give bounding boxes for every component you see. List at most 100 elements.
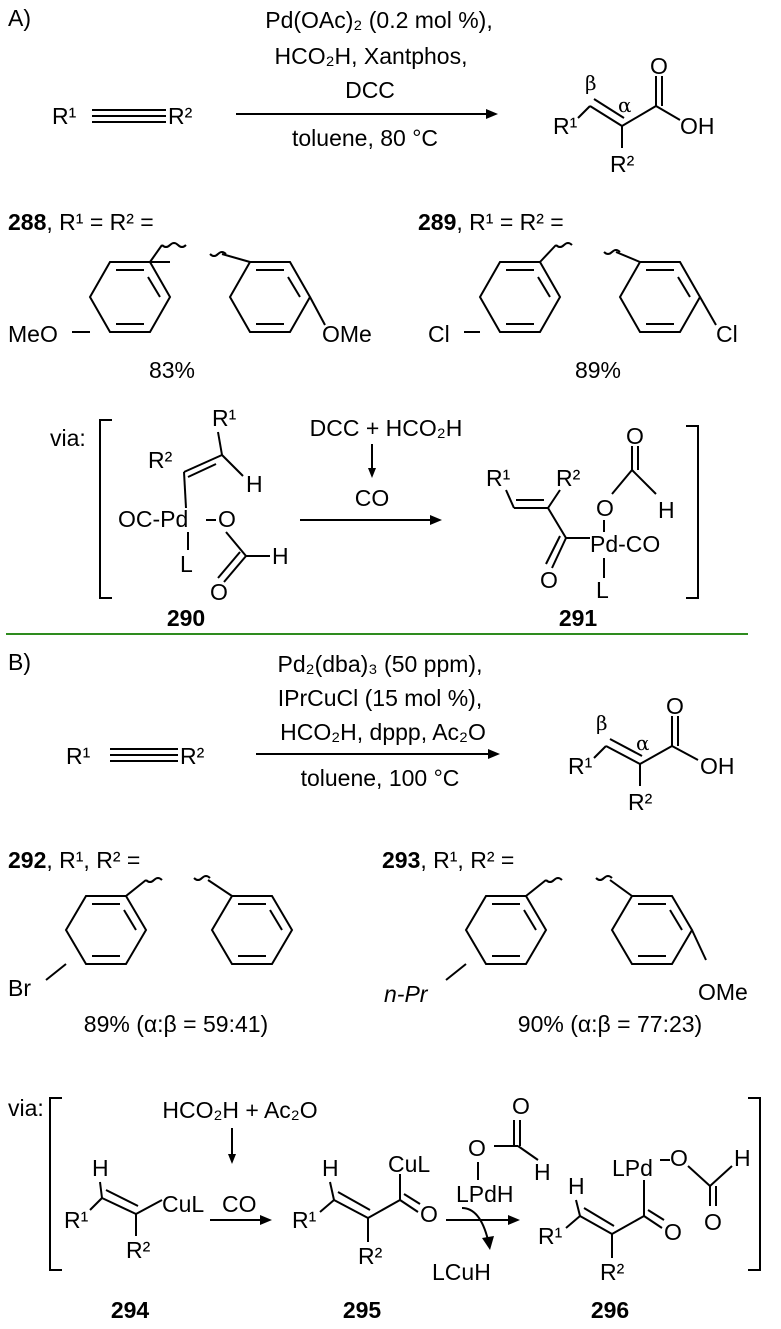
- chlorophenyl-left: [464, 242, 573, 333]
- beta-label: β: [585, 71, 597, 95]
- anisyl-left: [72, 242, 187, 333]
- cpd-295-cul: CuL: [388, 1151, 430, 1177]
- substituent-ome-b: OMe: [698, 979, 748, 1005]
- substituent-ome: OMe: [322, 321, 372, 347]
- mech-arrowhead-a: [430, 515, 442, 525]
- example-288-caption: 288, R¹ = R² =: [8, 209, 154, 235]
- section-b-label: B): [8, 649, 31, 675]
- cpd-296-num: 296: [591, 1297, 629, 1323]
- substituent-cl-right: Cl: [716, 321, 738, 347]
- reaction-arrowhead-b: [488, 749, 500, 759]
- product-r1: R¹: [553, 113, 578, 139]
- cpd-293-rest: , R¹, R² =: [420, 847, 514, 873]
- cpd-293-num: 293: [382, 847, 420, 873]
- gas-arrowhead-a: [368, 468, 376, 478]
- byproduct-lcuh: LCuH: [432, 1259, 491, 1285]
- cpd-290-r2: R²: [148, 447, 173, 473]
- substrate-b-r1: R¹: [66, 743, 91, 769]
- chlorophenyl-right: [603, 249, 717, 333]
- product-b-o: O: [666, 693, 684, 719]
- reaction-arrowhead: [486, 109, 498, 119]
- example-289-caption: 289, R¹ = R² =: [418, 209, 564, 235]
- cpd-294-h: H: [92, 1155, 109, 1181]
- anisyl-right: [209, 251, 326, 333]
- cpd-295-o: O: [420, 1201, 438, 1227]
- beta-label-b: β: [596, 711, 608, 735]
- product-b-r2: R²: [628, 789, 653, 815]
- cpd-290-l: L: [180, 551, 193, 577]
- bracket-left-a: [99, 419, 112, 599]
- hydride-lpdh: LPdH: [456, 1181, 514, 1207]
- compound-290: R¹ R² H OC-Pd O L O H: [118, 405, 289, 605]
- gas-co-a: CO: [355, 485, 390, 511]
- cpd-290-pd: OC-Pd: [118, 506, 188, 532]
- product-acid-b: β α R¹ R² O OH: [568, 693, 735, 815]
- cpd-290-o: O: [218, 506, 236, 532]
- cpd-296-o3: O: [664, 1219, 682, 1245]
- product-acid: β α R¹ R² O OH: [553, 53, 715, 177]
- substituent-meo: MeO: [8, 321, 58, 347]
- substrate-b-r2: R²: [180, 743, 205, 769]
- cpd-296-lpd: LPd: [612, 1155, 653, 1181]
- cpd-291-o: O: [596, 495, 614, 521]
- conditions: toluene, 80 °C: [292, 125, 438, 151]
- phenyl: [193, 875, 294, 965]
- substituent-cl-left: Cl: [428, 321, 450, 347]
- hydride-o: O: [468, 1135, 486, 1161]
- yield-289: 89%: [575, 357, 621, 383]
- substituent-br: Br: [8, 975, 31, 1001]
- product-b-oh: OH: [700, 753, 735, 779]
- reagent-b-line-3: HCO₂H, dppp, Ac₂O: [280, 719, 486, 745]
- conditions-b: toluene, 100 °C: [301, 765, 460, 791]
- substituent-npr: n-Pr: [384, 981, 429, 1007]
- cpd-295-h: H: [322, 1155, 339, 1181]
- hydride-h: H: [534, 1159, 551, 1185]
- cpd-291-pd: Pd-CO: [590, 531, 660, 557]
- cpd-290-num: 290: [167, 605, 205, 631]
- cpd-292-num: 292: [8, 847, 46, 873]
- cpd-289-rest: , R¹ = R² =: [456, 209, 563, 235]
- propylphenyl: [445, 877, 563, 981]
- methoxyphenyl: [595, 875, 707, 965]
- substrate-r1: R¹: [52, 103, 77, 129]
- gas-source-a: DCC + HCO₂H: [310, 415, 463, 441]
- cpd-291-h: H: [658, 497, 675, 523]
- cpd-291-r2: R²: [556, 465, 581, 491]
- cpd-295-r2: R²: [358, 1243, 383, 1269]
- mech-arrowhead-b1: [260, 1215, 272, 1225]
- cpd-289-num: 289: [418, 209, 456, 235]
- reagent-line-1: Pd(OAc)₂ (0.2 mol %),: [265, 7, 492, 33]
- product-o: O: [650, 53, 668, 79]
- section-a-label: A): [8, 5, 31, 31]
- product-r2: R²: [610, 151, 635, 177]
- cpd-290-h2: H: [272, 543, 289, 569]
- alpha-label-b: α: [636, 731, 650, 755]
- cpd-296-o: O: [670, 1145, 688, 1171]
- yield-292: 89% (α:β = 59:41): [84, 1011, 268, 1037]
- hydride-o2: O: [512, 1093, 530, 1119]
- alpha-label: α: [618, 93, 632, 117]
- cpd-290-o2: O: [210, 579, 228, 605]
- cpd-295-num: 295: [343, 1297, 382, 1323]
- yield-293: 90% (α:β = 77:23): [518, 1011, 702, 1037]
- cpd-292-rest: , R¹, R² =: [46, 847, 140, 873]
- example-292-caption: 292, R¹, R² =: [8, 847, 140, 873]
- product-oh: OH: [680, 113, 715, 139]
- cpd-296-h2: H: [734, 1145, 751, 1171]
- cpd-296-h: H: [568, 1173, 585, 1199]
- cpd-288-rest: , R¹ = R² =: [46, 209, 153, 235]
- cpd-288-num: 288: [8, 209, 47, 235]
- curved-arrowhead: [482, 1236, 494, 1250]
- cpd-291-o2: O: [626, 423, 644, 449]
- cpd-294-r2: R²: [126, 1237, 151, 1263]
- cpd-296-r2: R²: [600, 1259, 625, 1285]
- compound-294: H R¹ CuL R²: [64, 1155, 204, 1263]
- cpd-294-r1: R¹: [64, 1207, 89, 1233]
- substrate-r2: R²: [168, 103, 193, 129]
- bracket-right-b: [748, 1097, 761, 1271]
- gas-co-b: CO: [222, 1191, 257, 1217]
- gas-arrowhead-b: [228, 1154, 236, 1164]
- via-b: via:: [8, 1095, 44, 1121]
- reagent-line-2: HCO₂H, Xantphos,: [274, 43, 467, 69]
